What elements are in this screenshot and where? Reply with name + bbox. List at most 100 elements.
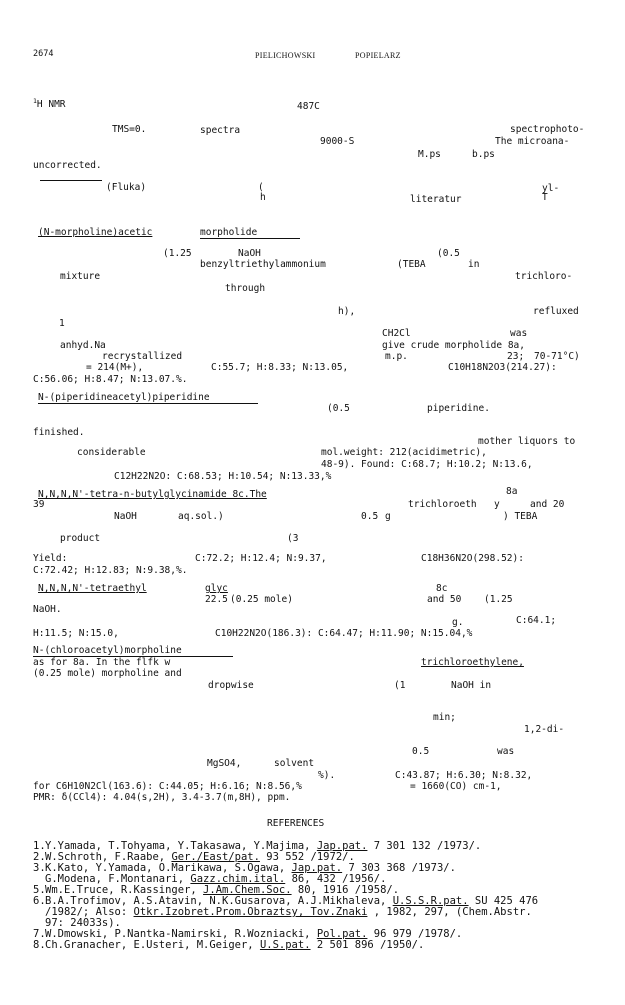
text-fragment: m.p.: [385, 351, 408, 362]
text-fragment: NaOH: [114, 511, 137, 522]
text-fragment: = 1660(CO) cm-1,: [410, 781, 502, 792]
heading-underline: [200, 238, 300, 239]
text-fragment: was: [510, 328, 528, 339]
text-fragment: literatur: [410, 194, 462, 205]
text-fragment: C10H18N2O3(214.27):: [448, 362, 557, 373]
reference-item: 6.B.A.Trofimov, A.S.Atavin, N.K.Gusarova…: [33, 895, 538, 908]
text-fragment: (0.25 mole) morpholine and: [33, 668, 182, 679]
text-fragment: trichloro-: [515, 271, 573, 282]
reference-authors: G.Modena, F.Montanari,: [45, 873, 185, 885]
text-fragment: anhyd.Na: [60, 340, 106, 351]
reference-details: 80, 1916 /1958/.: [297, 884, 400, 896]
reference-item: G.Modena, F.Montanari, Gazz.chim.ital. 8…: [33, 873, 387, 886]
compound-heading: N,N,N,N'-tetra-n-butylglycinamide 8c.The: [38, 489, 267, 500]
text-fragment: spectrophoto-: [510, 124, 585, 135]
text-fragment: 0.5: [361, 511, 379, 522]
nmr-line: 1H NMR: [33, 96, 66, 110]
text-fragment: b.ps: [472, 149, 495, 160]
text-fragment: C:43.87; H:6.30; N:8.32,: [395, 770, 533, 781]
text-fragment: mol.weight: 212(acidimetric),: [321, 447, 487, 458]
text-fragment: uncorrected.: [33, 160, 102, 171]
reference-authors: /1982/; Also:: [45, 906, 128, 918]
text-fragment: The microana-: [495, 136, 570, 147]
reference-authors: B.A.Trofimov, A.S.Atavin, N.K.Gusarova, …: [45, 895, 387, 907]
page-number: 2674: [33, 49, 54, 59]
text-fragment: g.: [452, 617, 464, 628]
compound-heading: (N-morpholine)acetic: [38, 227, 153, 238]
compound-heading: N-(chloroacetyl)morpholine: [33, 645, 182, 656]
reference-item: 1.Y.Yamada, T.Tohyama, Y.Takasawa, Y.Maj…: [33, 840, 481, 853]
text-fragment: C:56.06; H:8.47; N:13.07.%.: [33, 374, 188, 385]
text-fragment: through: [225, 283, 266, 294]
text-fragment: refluxed: [533, 306, 579, 317]
reference-source: U.S.S.R.pat.: [392, 895, 469, 907]
reference-source: Jap.pat.: [316, 840, 368, 852]
text-fragment: C:64.1;: [516, 615, 557, 626]
reference-item: 8.Ch.Granacher, E.Usteri, M.Geiger, U.S.…: [33, 939, 425, 952]
text-fragment: h: [260, 192, 266, 203]
pmr-line: PMR: δ(CCl4): 4.04(s,2H), 3.4-3.7(m,8H),…: [33, 792, 291, 803]
reference-source: Pol.pat.: [316, 928, 368, 940]
text-fragment: %).: [318, 770, 336, 781]
text-fragment: ) TEBA: [503, 511, 538, 522]
text-fragment: 8a: [506, 486, 518, 497]
text-fragment: aq.sol.): [178, 511, 224, 522]
reference-details: , 1982, 297, (Chem.Abstr.: [373, 906, 532, 918]
text-fragment: 0.5: [412, 746, 430, 757]
text-fragment: glyc: [205, 583, 228, 594]
text-fragment: (1.25: [484, 594, 513, 605]
text-fragment: (Fluka): [106, 182, 147, 193]
reference-details: 2 501 896 /1950/.: [316, 939, 425, 951]
text-fragment: 487C: [297, 101, 320, 112]
reference-details: 96 979 /1978/.: [373, 928, 463, 940]
reference-authors: Ch.Granacher, E.Usteri, M.Geiger,: [45, 939, 254, 951]
reference-source: Otkr.Izobret.Prom.Obraztsy, Tov.Znaki: [133, 906, 368, 918]
text-fragment: 22.5: [205, 594, 228, 605]
text-fragment: spectra: [200, 125, 241, 136]
text-fragment: in: [468, 259, 480, 270]
text-fragment: TMS=0.: [112, 124, 147, 135]
text-fragment: product: [60, 533, 101, 544]
text-fragment: was: [497, 746, 515, 757]
text-fragment: (1: [394, 680, 406, 691]
text-fragment: (0.25 mole): [230, 594, 293, 605]
text-fragment: C:72.42; H:12.83; N:9.38,%.: [33, 565, 188, 576]
text-fragment: NaOH.: [33, 604, 62, 615]
text-fragment: (TEBA: [397, 259, 426, 270]
text-fragment: g: [385, 511, 391, 522]
text-fragment: (3: [287, 533, 299, 544]
text-fragment: C:55.7; H:8.33; N:13.05,: [211, 362, 349, 373]
running-head-author-1: PIELICHOWSKI: [255, 51, 316, 60]
text-fragment: NaOH in: [451, 680, 492, 691]
text-fragment: M.ps: [418, 149, 441, 160]
text-fragment: 9000-S: [320, 136, 355, 147]
blank-underline: [40, 180, 102, 181]
reference-number: 1.: [33, 840, 46, 852]
text-fragment: benzyltriethylammonium: [200, 259, 326, 270]
reference-details: 86, 432 /1956/.: [291, 873, 387, 885]
reference-authors: K.Kato, Y.Yamada, O.Marikawa, S.Ogawa,: [45, 862, 286, 874]
reference-details: 7 303 368 /1973/.: [348, 862, 456, 874]
text-fragment: NaOH: [238, 248, 261, 259]
reference-number: 5.: [33, 884, 46, 896]
text-fragment: T: [542, 192, 548, 203]
text-fragment: 1: [59, 318, 65, 329]
reference-item: 3.K.Kato, Y.Yamada, O.Marikawa, S.Ogawa,…: [33, 862, 456, 875]
text-fragment: MgSO4,: [207, 758, 242, 769]
reference-authors: 97: 24033s).: [45, 917, 121, 929]
text-fragment: 48-9). Found: C:68.7; H:10.2; N:13.6,: [321, 459, 533, 470]
text-fragment: trichloroethylene,: [421, 657, 524, 668]
text-fragment: piperidine.: [427, 403, 490, 414]
reference-authors: Y.Yamada, T.Tohyama, Y.Takasawa, Y.Majim…: [45, 840, 311, 852]
reference-source: U.S.pat.: [259, 939, 311, 951]
reference-number: 6.: [33, 895, 46, 907]
text-fragment: 23;: [507, 351, 525, 362]
text-fragment: 1,2-di-: [524, 724, 565, 735]
reference-number: 3.: [33, 862, 46, 874]
text-fragment: H:11.5; N:15.0,: [33, 628, 119, 639]
reference-number: 7.: [33, 928, 46, 940]
text-fragment: and 20: [530, 499, 565, 510]
text-fragment: = 214(M+),: [86, 362, 144, 373]
reference-item: /1982/; Also: Otkr.Izobret.Prom.Obraztsy…: [33, 906, 532, 919]
text-fragment: Yield:: [33, 553, 68, 564]
